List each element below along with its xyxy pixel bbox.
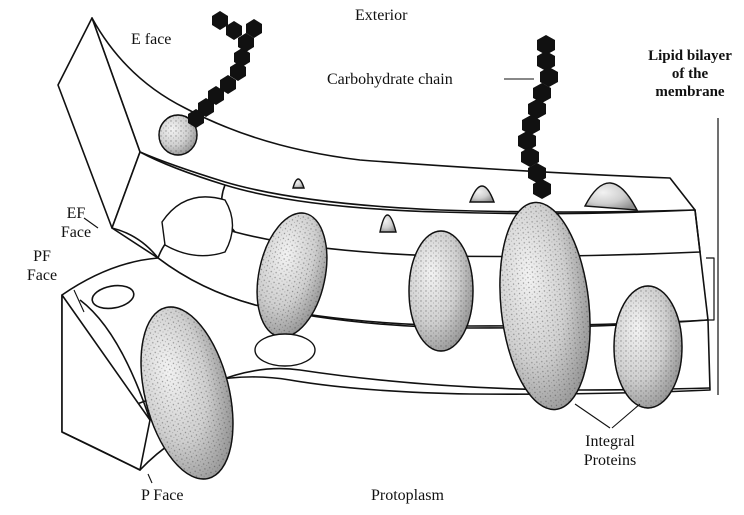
lipid-bilayer-line-2: of the: [671, 66, 709, 82]
protein-tall-left: [256, 212, 328, 338]
carbohydrate-chain-left: [188, 11, 262, 128]
protein-small-efa: [158, 114, 198, 156]
integral-leader-1: [574, 403, 611, 429]
pf-face-line-1: PF: [33, 248, 51, 265]
pf-pit: [91, 284, 135, 310]
protein-middle: [408, 230, 474, 352]
ef-face-label: EF Face: [52, 204, 100, 242]
pit-efa: [161, 196, 234, 257]
bump-3: [468, 185, 496, 203]
integral-leader-2: [611, 403, 641, 429]
exterior-label: Exterior: [355, 7, 408, 24]
pf-face-line-2: Face: [26, 267, 58, 284]
integral-proteins-line-1: Integral: [585, 433, 635, 450]
bump-2: [379, 214, 397, 233]
ef-leader: [83, 217, 99, 229]
protein-small-right: [613, 285, 683, 409]
integral-proteins-label: Integral Proteins: [568, 432, 652, 470]
protein-large-right: [499, 201, 591, 411]
lipid-bilayer-label: Lipid bilayer of the membrane: [636, 47, 744, 101]
pf-face-label: PF Face: [18, 247, 66, 285]
bump-1: [292, 178, 305, 189]
protein-pf-face: [140, 306, 234, 480]
lipid-bilayer-line-1: Lipid bilayer: [648, 48, 732, 64]
carbohydrate-chain-label: Carbohydrate chain: [327, 71, 453, 88]
pface-leader: [147, 473, 153, 484]
protoplasm-label: Protoplasm: [371, 487, 444, 504]
lipid-bilayer-line-3: membrane: [655, 84, 725, 100]
integral-proteins-line-2: Proteins: [583, 452, 637, 469]
p-face-label: P Face: [141, 487, 184, 504]
pf-leader: [73, 289, 85, 313]
ef-face-line-1: EF: [66, 205, 86, 222]
ef-face-line-2: Face: [60, 224, 92, 241]
pit-pf: [254, 333, 316, 367]
e-face-label: E face: [131, 31, 172, 48]
carbohydrate-chain-right: [518, 35, 558, 199]
bump-4: [583, 182, 639, 211]
